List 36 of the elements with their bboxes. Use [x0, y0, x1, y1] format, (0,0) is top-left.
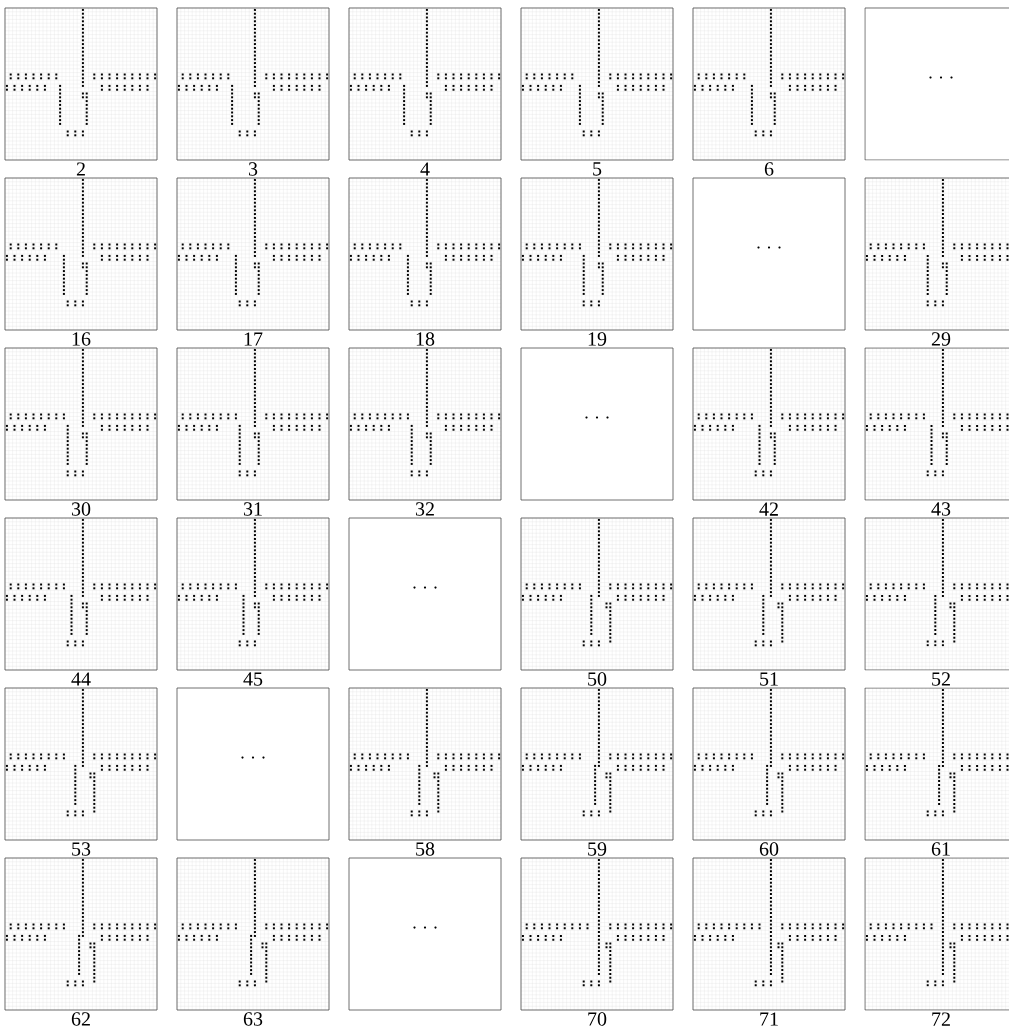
panel-number: 58 [416, 842, 435, 856]
panel-number: 19 [588, 332, 607, 346]
panel-number: 43 [931, 502, 951, 516]
panel-number: 42 [759, 502, 778, 516]
panel-number: 17 [244, 332, 263, 346]
panel-number: 60 [759, 842, 779, 856]
panel-number: 70 [588, 1012, 607, 1026]
ellipsis-panel: · · · [348, 517, 502, 671]
panel-number: 44 [71, 672, 91, 686]
panel-number: 63 [243, 1012, 263, 1026]
panel-number: 18 [416, 332, 435, 346]
panel-number: 2 [76, 162, 85, 176]
ellipsis-panel: · · · [348, 857, 502, 1011]
panel-number: 71 [760, 1012, 778, 1026]
panel-number: 3 [248, 162, 258, 176]
panel-number: 62 [71, 1012, 90, 1026]
panel-number: 6 [764, 162, 774, 176]
panel-number: 32 [415, 502, 434, 516]
panel-number: 30 [71, 502, 91, 516]
panel-number: 61 [931, 842, 950, 856]
panel-number: 29 [931, 332, 951, 346]
panel-number: 45 [243, 672, 263, 686]
ellipsis-panel: · · · [864, 7, 1009, 161]
panel-number: 53 [72, 842, 91, 856]
panel-number: 31 [243, 502, 262, 516]
panel-number: 52 [932, 672, 950, 686]
panel-number: 16 [72, 332, 91, 346]
panel-number: 5 [593, 162, 602, 176]
panel-number: 50 [588, 672, 607, 686]
panel-number: 72 [932, 1012, 950, 1026]
panel-number: 51 [760, 672, 778, 686]
panel-number: 4 [420, 162, 430, 176]
ellipsis-panel: · · · [692, 177, 846, 331]
panel-number: 59 [588, 842, 607, 856]
ellipsis-panel: · · · [520, 347, 674, 501]
ellipsis-panel: · · · [176, 687, 330, 841]
